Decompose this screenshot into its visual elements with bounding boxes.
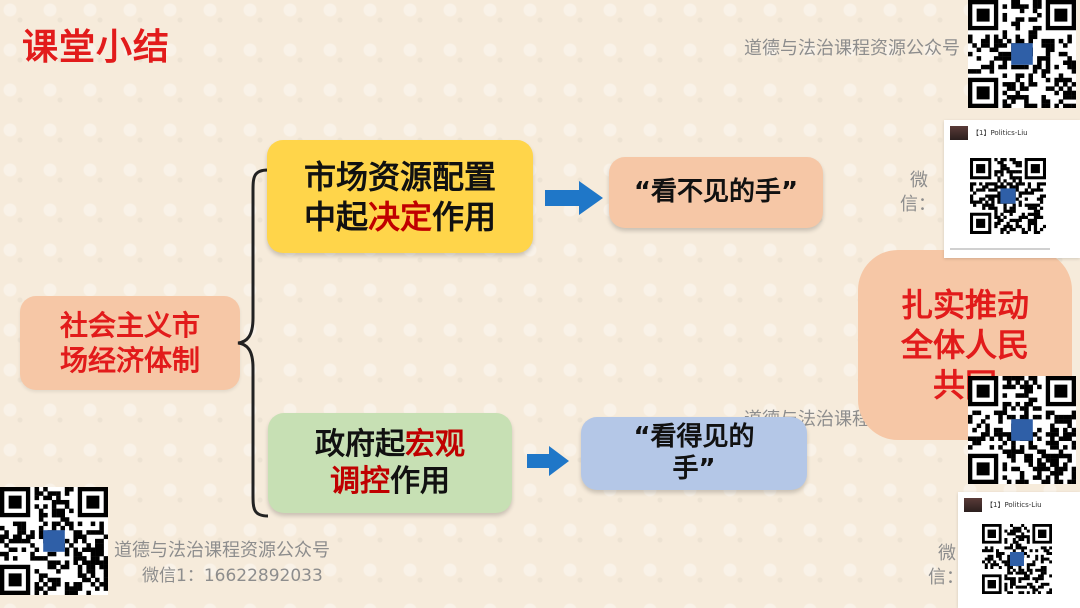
wechat-card: 【1】Politics-Liu — [944, 120, 1080, 258]
gov-line1: 政府起宏观 — [315, 426, 465, 464]
common-line1: 扎实推动 — [900, 286, 1029, 324]
market-line2-c: 作用 — [432, 197, 497, 236]
avatar — [950, 126, 968, 140]
watermark-account-bottom: 道德与法治课程资源公众号 — [114, 540, 330, 561]
watermark-wei-lower: 微 — [938, 543, 956, 564]
watermark-wei-upper: 微 — [910, 170, 928, 191]
visible-hand-line2: 手” — [672, 453, 716, 484]
qr-code-icon — [0, 487, 109, 596]
qr-code-icon — [982, 524, 1052, 594]
right-arrow-icon — [545, 181, 603, 215]
root-node: 社会主义市 场经济体制 — [20, 296, 240, 390]
invisible-hand-node: “看不见的手” — [609, 157, 823, 228]
gov-line2: 调控作用 — [315, 463, 465, 501]
qr-code-icon — [970, 158, 1046, 234]
right-arrow-icon — [527, 446, 569, 476]
curly-brace-icon — [237, 168, 269, 518]
gov-line1-a: 政府起 — [315, 426, 405, 462]
page-title: 课堂小结 — [22, 27, 171, 68]
qr-code-icon — [968, 0, 1077, 109]
visible-hand-node: “看得见的 手” — [581, 417, 807, 490]
root-line2: 场经济体制 — [59, 344, 200, 377]
market-node: 市场资源配置 中起决定作用 — [267, 140, 533, 253]
watermark-xin-upper: 信： — [900, 194, 936, 215]
market-line2-emphasis: 决定 — [367, 197, 432, 236]
wechat-card-title: 【1】Politics-Liu — [972, 129, 1028, 137]
avatar — [964, 498, 982, 512]
market-line2: 中起决定作用 — [304, 197, 496, 237]
market-line2-a: 中起 — [303, 197, 368, 236]
visible-hand-line1: “看得见的 — [633, 422, 755, 453]
government-node: 政府起宏观 调控作用 — [268, 413, 512, 513]
wechat-card: 【1】Politics-Liu — [958, 492, 1080, 608]
qr-code-icon — [968, 376, 1077, 485]
watermark-account-top: 道德与法治课程资源公众号 — [744, 38, 960, 59]
watermark-xin-lower: 信： — [928, 567, 964, 588]
root-line1: 社会主义市 — [59, 309, 200, 342]
market-line1: 市场资源配置 — [303, 157, 496, 196]
watermark-wechat: 微信1：16622892033 — [142, 566, 323, 586]
gov-line2-emphasis: 调控 — [330, 464, 390, 499]
wechat-card-title: 【1】Politics-Liu — [986, 501, 1042, 509]
common-line2: 全体人民 — [900, 326, 1029, 364]
gov-line2-b: 作用 — [390, 464, 450, 499]
gov-line1-emphasis: 宏观 — [405, 426, 465, 462]
